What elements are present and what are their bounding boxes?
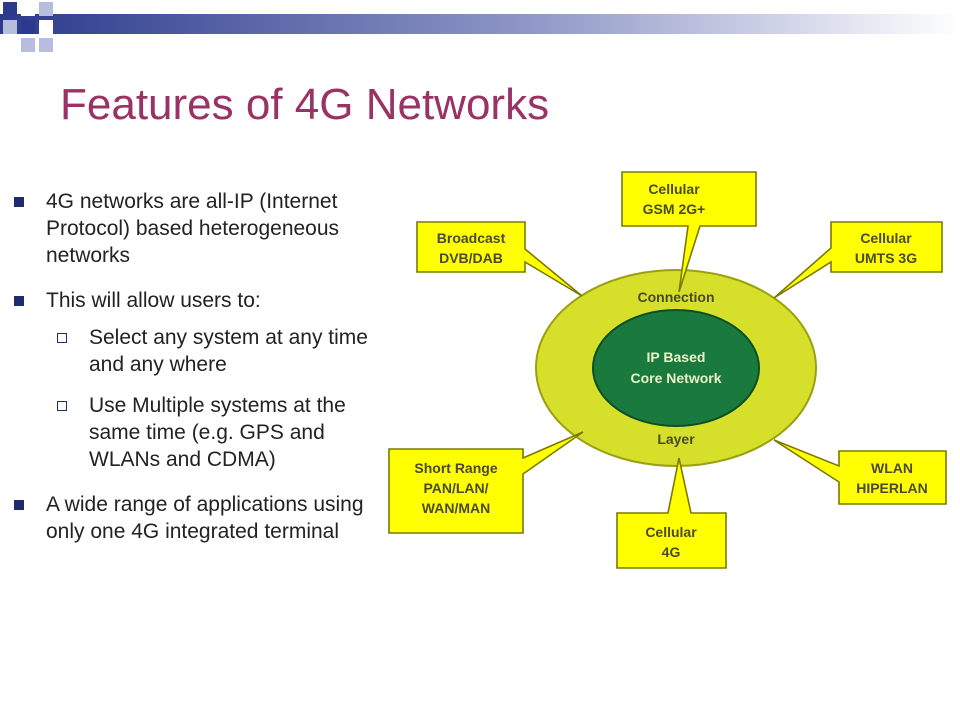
- sub-bullet-item: Use Multiple systems at the same time (e…: [46, 392, 394, 473]
- svg-text:GSM 2G+: GSM 2G+: [643, 201, 706, 217]
- bullet-list: 4G networks are all-IP (Internet Protoco…: [14, 188, 394, 563]
- svg-text:Cellular: Cellular: [645, 524, 697, 540]
- hollow-square-bullet-icon: [57, 401, 67, 411]
- callout-short-range: Short Range PAN/LAN/ WAN/MAN: [388, 431, 584, 534]
- sub-bullet-list: Select any system at any time and any wh…: [46, 324, 394, 473]
- svg-text:Cellular: Cellular: [648, 181, 700, 197]
- svg-text:HIPERLAN: HIPERLAN: [856, 480, 928, 496]
- svg-text:4G: 4G: [662, 544, 681, 560]
- bullet-item: A wide range of applications using only …: [14, 491, 394, 545]
- sub-bullet-text: Select any system at any time and any wh…: [89, 326, 368, 376]
- core-label-line2: Core Network: [630, 370, 721, 386]
- svg-text:UMTS 3G: UMTS 3G: [855, 250, 917, 266]
- callout-cellular-umts: Cellular UMTS 3G: [773, 221, 943, 299]
- svg-text:Cellular: Cellular: [860, 230, 912, 246]
- decorative-top-bar: [0, 2, 960, 52]
- bullet-text: A wide range of applications using only …: [46, 493, 364, 543]
- sub-bullet-item: Select any system at any time and any wh…: [46, 324, 394, 378]
- hollow-square-bullet-icon: [57, 333, 67, 343]
- bullet-item: 4G networks are all-IP (Internet Protoco…: [14, 188, 394, 269]
- square-bullet-icon: [14, 296, 24, 306]
- slide-title: Features of 4G Networks: [60, 80, 550, 129]
- svg-text:WAN/MAN: WAN/MAN: [422, 500, 490, 516]
- callout-cellular-gsm: Cellular GSM 2G+: [621, 171, 757, 293]
- svg-text:PAN/LAN/: PAN/LAN/: [423, 480, 488, 496]
- callout-cellular-4g: Cellular 4G: [616, 457, 727, 569]
- svg-text:DVB/DAB: DVB/DAB: [439, 250, 503, 266]
- core-network-ellipse: [592, 309, 760, 427]
- bullet-text: 4G networks are all-IP (Internet Protoco…: [46, 190, 340, 267]
- callout-broadcast: Broadcast DVB/DAB: [416, 221, 583, 297]
- svg-text:Short Range: Short Range: [414, 460, 497, 476]
- svg-text:Broadcast: Broadcast: [437, 230, 506, 246]
- callout-wlan: WLAN HIPERLAN: [773, 439, 947, 505]
- sub-bullet-text: Use Multiple systems at the same time (e…: [89, 394, 346, 471]
- core-label-line1: IP Based: [647, 349, 706, 365]
- bullet-item: This will allow users to: Select any sys…: [14, 287, 394, 473]
- square-bullet-icon: [14, 197, 24, 207]
- svg-text:WLAN: WLAN: [871, 460, 913, 476]
- bullet-text: This will allow users to:: [46, 289, 261, 312]
- square-bullet-icon: [14, 500, 24, 510]
- ring-label-top: Connection: [638, 289, 715, 305]
- ring-label-bottom: Layer: [657, 431, 695, 447]
- network-diagram: .lbl { font-family: "Liberation Sans", s…: [388, 171, 947, 569]
